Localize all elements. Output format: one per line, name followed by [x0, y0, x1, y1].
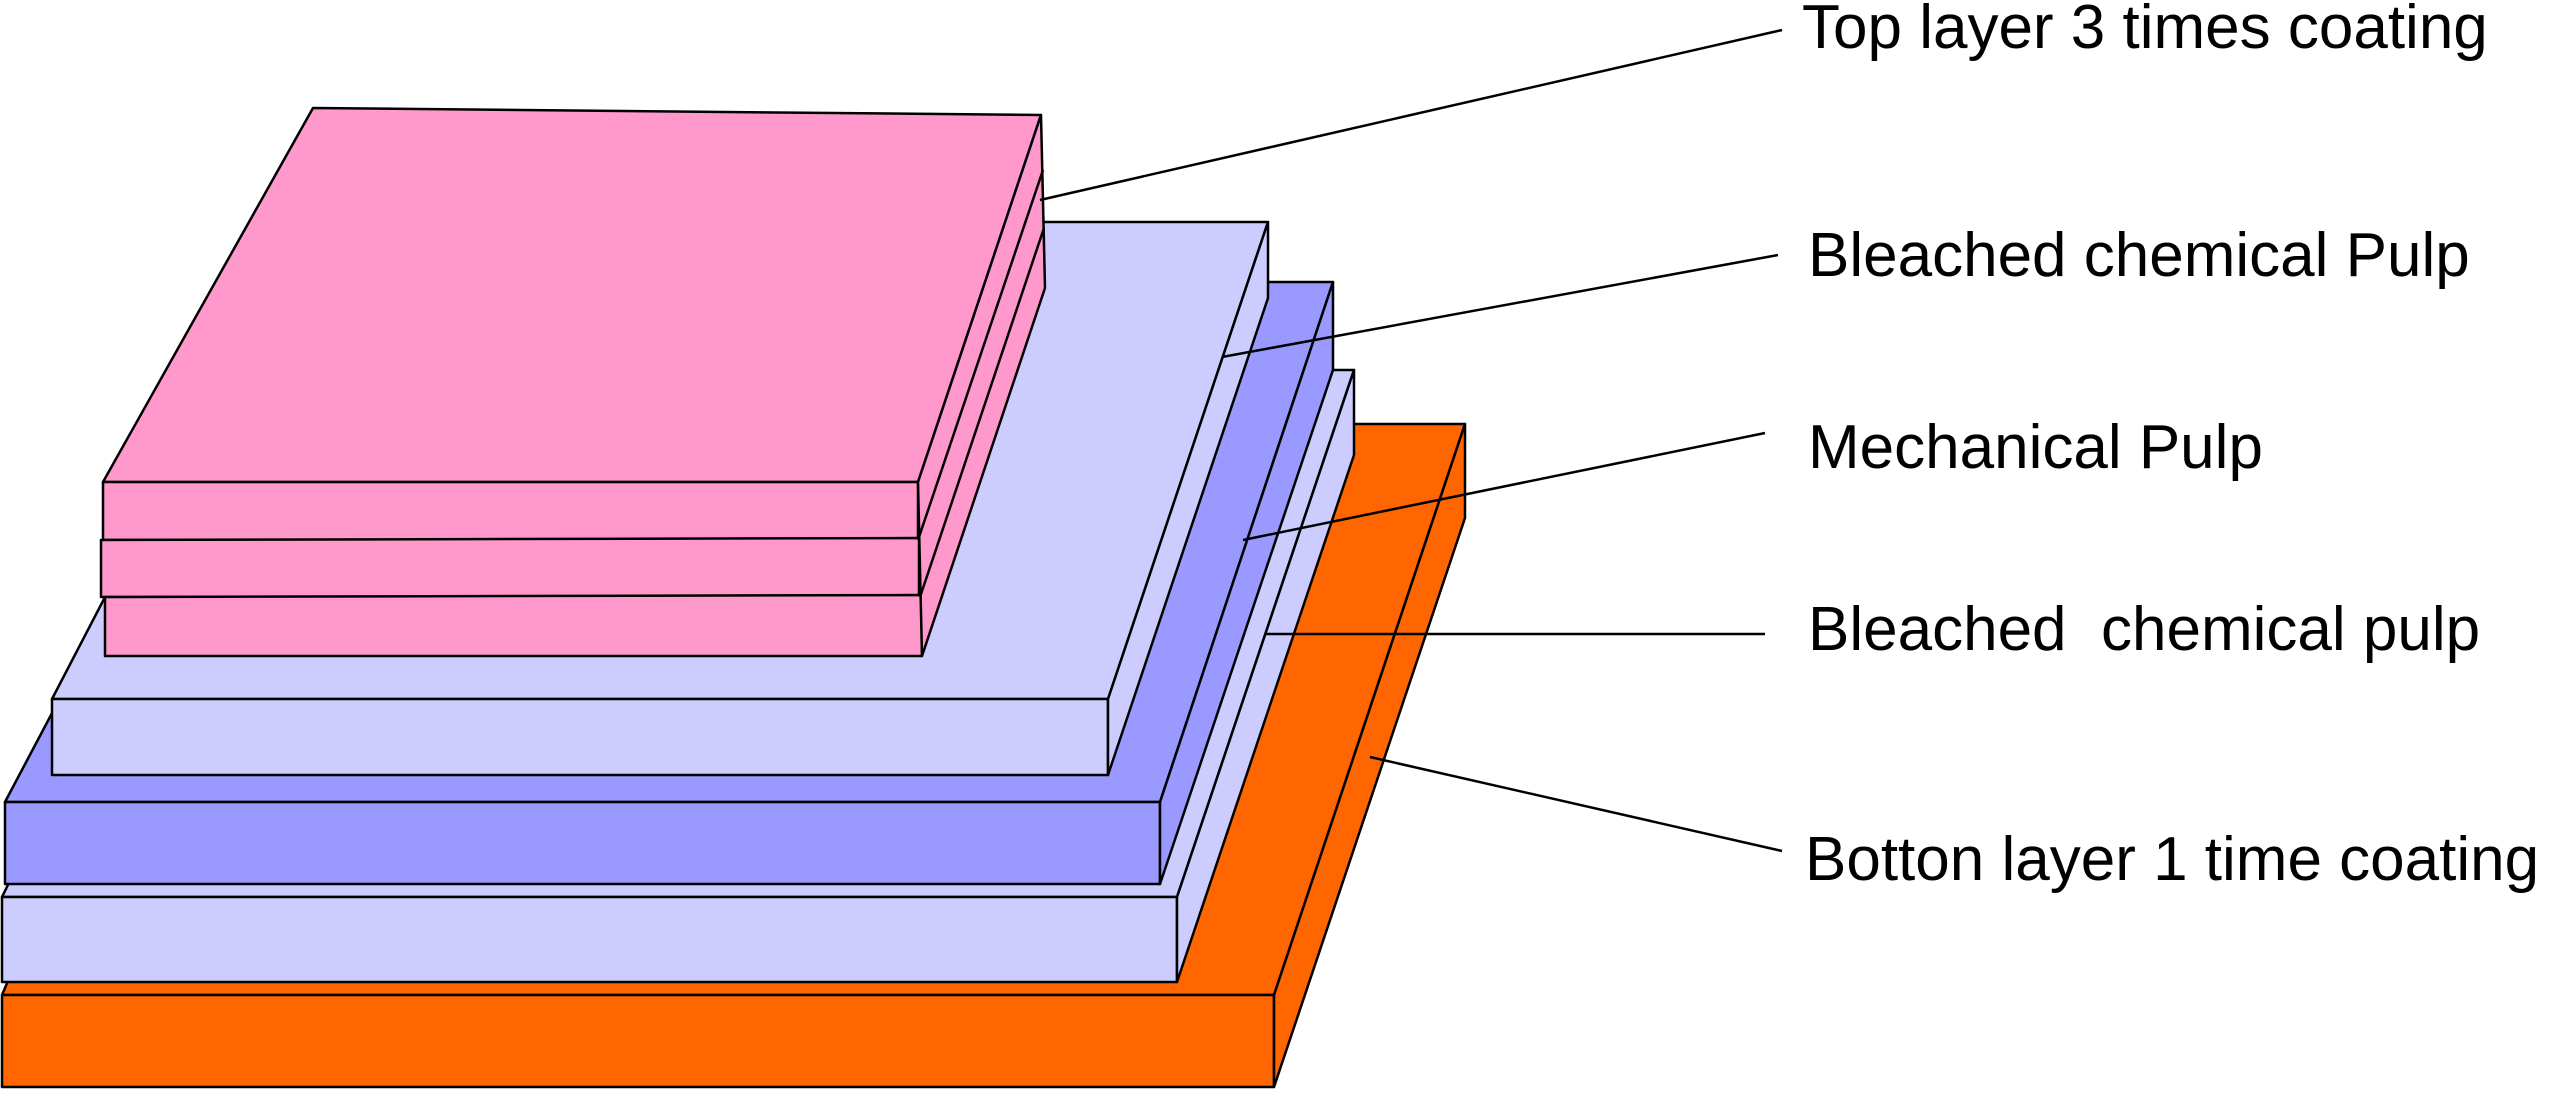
- leader-line-bottom-coating: [1369, 755, 1783, 853]
- bottom-coating-front-face: [0, 993, 1276, 1089]
- label-bottom-coating: Botton layer 1 time coating: [1805, 825, 2539, 894]
- bottom-coating-side-face: [1272, 422, 1467, 1089]
- mechanical-front-face: [3, 800, 1162, 886]
- leader-line-bleached-upper: [1221, 253, 1779, 359]
- leader-lines: [1039, 28, 1783, 853]
- top-coating-side-seam-2: [918, 227, 1046, 598]
- bleached-lower-side-face: [1175, 368, 1356, 984]
- top-coating-side-seam-1: [916, 169, 1045, 541]
- leader-line-mechanical: [1242, 431, 1766, 542]
- label-bleached-upper: Bleached chemical Pulp: [1808, 221, 2470, 290]
- label-mechanical: Mechanical Pulp: [1808, 413, 2263, 482]
- top-coating-front-face-1: [101, 480, 920, 542]
- top-coating-front-face-2: [99, 536, 921, 599]
- top-coating-top-face: [101, 106, 1043, 484]
- bleached-upper-front-face: [50, 697, 1110, 777]
- leader-line-top-coating: [1039, 28, 1783, 202]
- top-coating-front-face-3: [103, 593, 924, 658]
- mechanical-side-face: [1158, 280, 1335, 886]
- label-top-coating: Top layer 3 times coating: [1802, 0, 2488, 62]
- bleached-upper-side-face: [1106, 220, 1270, 777]
- bleached-lower-front-face: [0, 895, 1179, 984]
- layer-top-coating: [99, 106, 1047, 658]
- label-bleached-lower: Bleached chemical pulp: [1808, 595, 2480, 664]
